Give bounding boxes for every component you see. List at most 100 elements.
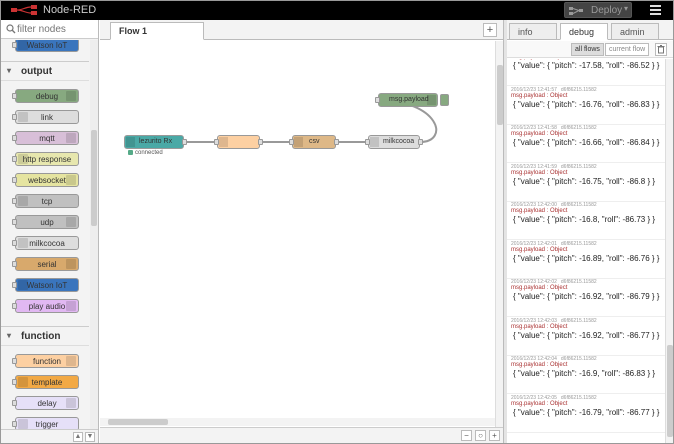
message-node-id[interactable]: d6f86215.11582 [560, 279, 597, 285]
message-payload[interactable]: { "value": { "pitch": -16.79, "roll": -8… [513, 407, 660, 417]
filter-current-flow-button[interactable]: current flow [605, 43, 650, 56]
flow-canvas[interactable]: lezurito Rx connected csv m [100, 41, 495, 431]
palette-node-udp[interactable]: udp [12, 215, 79, 229]
message-payload[interactable]: { "value": { "pitch": -16.76, "roll": -8… [513, 99, 660, 109]
node-function[interactable] [214, 135, 263, 149]
output-port[interactable] [182, 139, 187, 145]
zoom-out-button[interactable]: − [461, 430, 472, 441]
zoom-reset-button[interactable]: ○ [475, 430, 486, 441]
palette-node-debug[interactable]: debug [12, 89, 79, 103]
palette-node-watson-iot[interactable]: Watson IoT [12, 278, 79, 292]
message-node-id[interactable]: d6f86215.11582 [560, 240, 597, 247]
message-type: msg.payload : Object [511, 362, 568, 368]
message-node-id[interactable]: d6f86215.11582 [560, 394, 597, 401]
hamburger-menu-icon[interactable] [648, 3, 664, 17]
zoom-in-button[interactable]: + [489, 430, 500, 441]
tab-flow-1[interactable]: Flow 1 [110, 22, 204, 40]
debug-message[interactable]: msg.payload : Object{ "value": { "pitch"… [507, 59, 665, 86]
palette-node-play-audio[interactable]: play audio [12, 299, 79, 313]
tab-info[interactable]: info [509, 23, 557, 40]
palette-node-watson-iot[interactable]: Watson IoT [12, 40, 79, 52]
add-flow-button[interactable]: + [483, 23, 497, 37]
debug-scrollbar[interactable] [665, 59, 673, 443]
tab-admin[interactable]: admin [611, 23, 659, 40]
palette-node-http-response[interactable]: http response [12, 152, 79, 166]
message-payload[interactable]: { "value": { "pitch": -16.89, "roll": -8… [513, 253, 660, 263]
debug-toggle-button[interactable] [440, 94, 449, 106]
palette-node-link[interactable]: link [12, 110, 79, 124]
message-payload[interactable]: { "value": { "pitch": -17.58, "roll": -8… [513, 61, 660, 70]
output-port[interactable] [258, 139, 263, 145]
palette-node-label: link [40, 113, 53, 122]
palette-node-websocket[interactable]: websocket [12, 173, 79, 187]
csv-icon [294, 137, 303, 147]
message-node-id[interactable]: d6f86215.11582 [560, 356, 597, 362]
message-node-id[interactable]: d6f86215.11582 [560, 86, 597, 93]
message-node-id[interactable]: d6f86215.11582 [560, 317, 597, 324]
serial-icon [126, 137, 135, 147]
mqtt-icon [66, 133, 76, 143]
message-type: msg.payload : Object [511, 131, 568, 137]
debug-toolbar: all flows current flow [507, 41, 673, 58]
sidebar-splitter[interactable] [503, 20, 507, 443]
filter-all-flows-button[interactable]: all flows [571, 43, 604, 56]
palette-category-function[interactable]: ▾function [1, 326, 89, 346]
function-icon [219, 137, 228, 147]
input-port[interactable] [214, 139, 219, 145]
message-node-id[interactable]: d6f86215.11582 [560, 202, 597, 208]
collapse-all-icon[interactable]: ▲ [73, 432, 83, 442]
message-payload[interactable]: { "value": { "pitch": -16.9, "roll": -86… [513, 369, 656, 378]
workspace-vertical-scrollbar[interactable] [495, 41, 503, 431]
expand-all-icon[interactable]: ▼ [85, 432, 95, 442]
palette-node-mqtt[interactable]: mqtt [12, 131, 79, 145]
message-payload[interactable]: { "value": { "pitch": -16.92, "roll": -8… [513, 330, 660, 340]
node-milkcocoa[interactable]: milkcocoa [365, 135, 423, 149]
input-port[interactable] [289, 139, 294, 145]
palette-node-serial[interactable]: serial [12, 257, 79, 271]
palette-node-function[interactable]: function [12, 354, 79, 368]
caret-down-icon[interactable]: ▾ [623, 4, 628, 13]
palette-category-output[interactable]: ▾output [1, 61, 89, 81]
app-header: Node-RED Deploy ▾ [1, 1, 673, 20]
trash-icon[interactable] [655, 43, 667, 56]
node-debug[interactable]: msg.payload [375, 93, 438, 107]
node-csv[interactable]: csv [289, 135, 339, 149]
tab-debug[interactable]: debug [560, 23, 608, 40]
node-serial-rx[interactable]: lezurito Rx [124, 135, 187, 149]
input-port[interactable] [365, 139, 370, 145]
message-payload[interactable]: { "value": { "pitch": -16.8, "roll": -86… [513, 215, 656, 224]
palette-node-tcp[interactable]: tcp [12, 194, 79, 208]
message-node-id[interactable]: d6f86215.11582 [560, 163, 597, 170]
palette-node-template[interactable]: template [12, 375, 79, 389]
palette-scrollbar[interactable] [90, 40, 98, 436]
status-dot-icon [128, 150, 133, 155]
palette-node-label: delay [37, 399, 57, 408]
message-type: msg.payload : Object [511, 323, 568, 330]
palette-node-milkcocoa[interactable]: milkcocoa [12, 236, 79, 250]
trigger-icon [18, 419, 28, 429]
message-node-id[interactable]: d6f86215.11582 [560, 125, 597, 131]
node-label: milkcocoa [383, 138, 415, 145]
message-payload[interactable]: { "value": { "pitch": -16.75, "roll": -8… [513, 176, 656, 186]
message-payload[interactable]: { "value": { "pitch": -16.66, "roll": -8… [513, 138, 660, 147]
filter-nodes-input[interactable] [17, 23, 89, 36]
input-port[interactable] [375, 97, 380, 103]
message-timestamp: 2016/12/23 12:42:00 [511, 202, 557, 208]
output-port[interactable] [418, 139, 423, 145]
workspace-horizontal-scrollbar[interactable] [100, 418, 495, 426]
palette-node-delay[interactable]: delay [12, 396, 79, 410]
output-port[interactable] [334, 139, 339, 145]
deploy-button[interactable]: Deploy ▾ [564, 2, 632, 18]
message-payload[interactable]: { "value": { "pitch": -16.92, "roll": -8… [513, 292, 660, 301]
palette-node-label: function [32, 357, 62, 366]
